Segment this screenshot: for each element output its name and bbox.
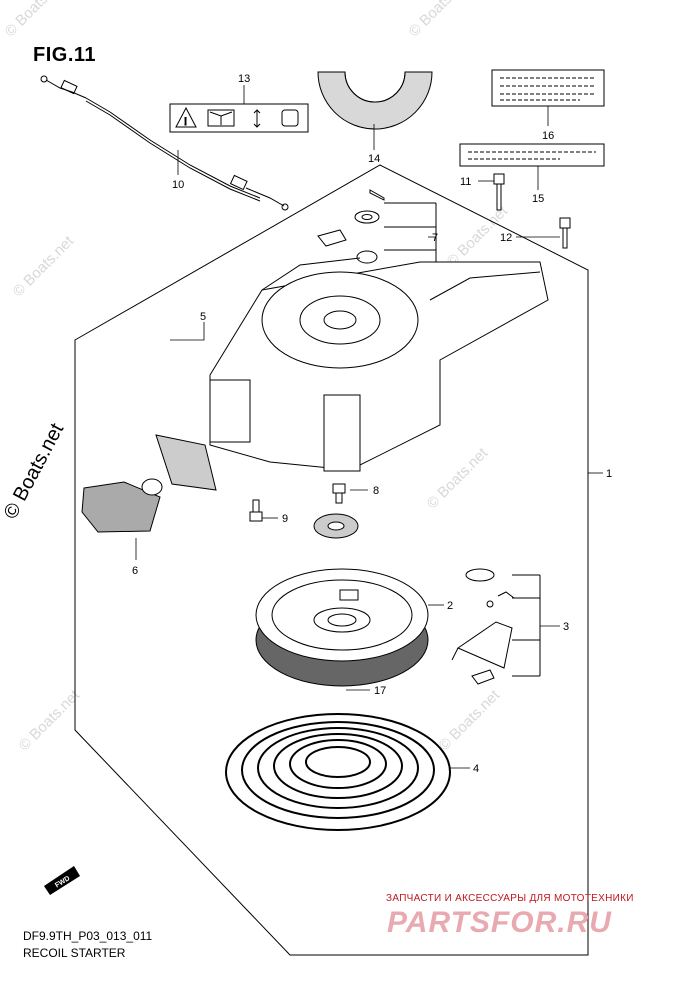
throttle-cable — [40, 75, 289, 211]
fwd-label: FWD — [54, 875, 71, 889]
callout-17: 17 — [374, 685, 386, 697]
grommet — [313, 513, 359, 539]
assembly-outline — [74, 164, 589, 956]
recoil-decal — [317, 71, 433, 130]
callout-14: 14 — [368, 153, 380, 165]
callout-15: 15 — [532, 193, 544, 205]
bolt-9 — [249, 499, 263, 522]
caution-label: ! — [169, 103, 309, 133]
callout-1: 1 — [606, 468, 612, 480]
starter-handle — [81, 434, 217, 533]
callout-16: 16 — [542, 130, 554, 142]
figure-name: RECOIL STARTER — [23, 946, 126, 960]
info-label-small — [459, 143, 605, 167]
callout-7: 7 — [432, 232, 438, 244]
bolt-11 — [493, 173, 505, 211]
figure-title: FIG.11 — [33, 44, 97, 66]
leader-lines — [135, 85, 603, 769]
fwd-arrow: FWD — [44, 866, 80, 895]
callout-4: 4 — [473, 763, 479, 775]
bolt-12 — [559, 217, 571, 249]
callout-5: 5 — [200, 311, 206, 323]
recoil-spring — [225, 713, 451, 831]
rope-reel — [255, 568, 429, 687]
ratchet-parts — [451, 568, 541, 685]
callout-3: 3 — [563, 621, 569, 633]
promo-line: ЗАПЧАСТИ И АКСЕССУАРЫ ДЛЯ МОТОТЕХНИКИ — [386, 893, 634, 904]
promo-brand[interactable]: PARTSFOR.RU — [387, 906, 612, 939]
callout-9: 9 — [282, 513, 288, 525]
starter-case — [209, 257, 549, 472]
callout-8: 8 — [373, 485, 379, 497]
figure-code: DF9.9TH_P03_013_011 — [23, 929, 153, 943]
callout-13: 13 — [238, 73, 250, 85]
callout-2: 2 — [447, 600, 453, 612]
callout-10: 10 — [172, 179, 184, 191]
callout-12: 12 — [500, 232, 512, 244]
callout-11: 11 — [460, 176, 471, 188]
svg-text:!: ! — [184, 116, 187, 128]
pawl-parts — [317, 189, 437, 280]
callout-6: 6 — [132, 565, 138, 577]
info-label — [491, 69, 605, 107]
bolt-8 — [332, 483, 346, 504]
